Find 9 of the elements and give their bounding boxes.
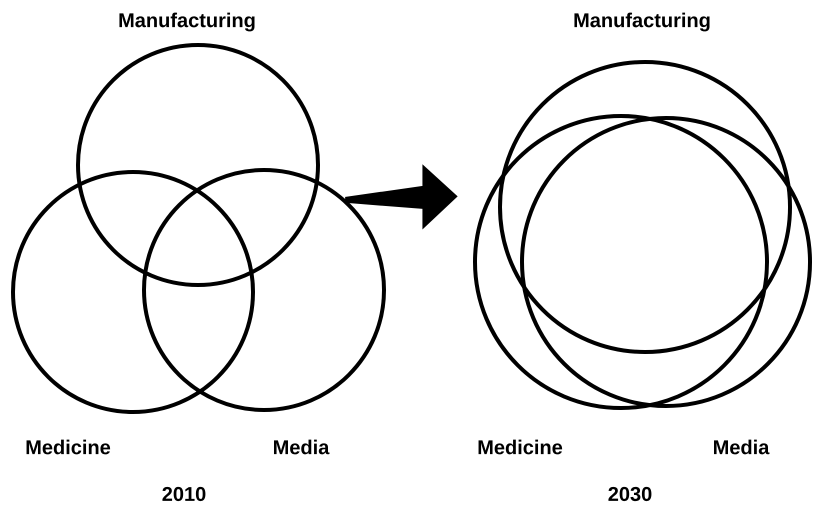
set-label: Media — [714, 440, 770, 454]
set-label: Manufacturing — [119, 12, 255, 32]
set-label: Medicine — [478, 440, 562, 454]
year-label: 2030 — [608, 486, 652, 502]
arrow — [345, 164, 458, 230]
year-label: 2010 — [162, 486, 206, 502]
set-label: Manufacturing — [574, 12, 710, 32]
set-label: Media — [274, 440, 330, 454]
set-label: Medicine — [26, 440, 110, 454]
